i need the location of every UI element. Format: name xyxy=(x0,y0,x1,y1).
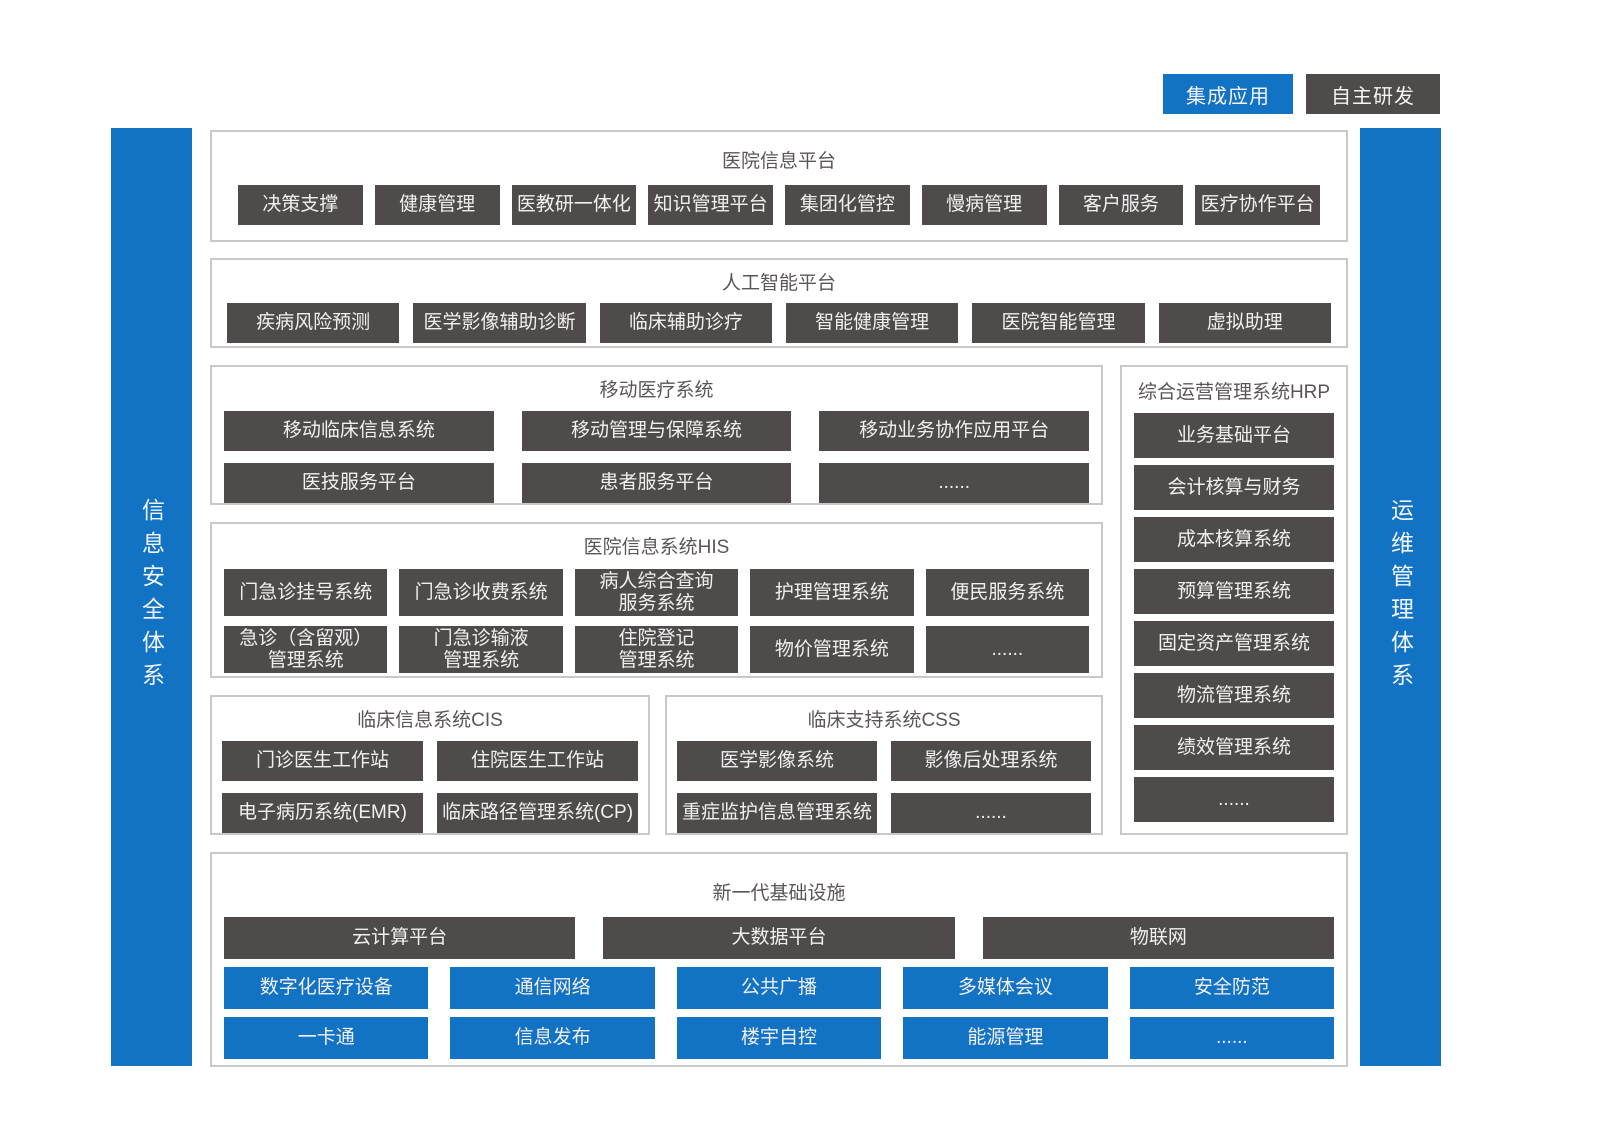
diagram-box: 急诊（含留观） 管理系统 xyxy=(224,626,388,673)
legend-integrated-label: 集成应用 xyxy=(1186,85,1270,108)
legend-integrated-application: 集成应用 xyxy=(1163,74,1293,114)
section-ai-platform: 人工智能平台 疾病风险预测 医学影像辅助诊断 临床辅助诊疗 智能健康管理 医院智… xyxy=(210,258,1348,348)
diagram-box: 住院医生工作站 xyxy=(437,741,638,781)
section-title: 临床信息系统CIS xyxy=(357,710,503,731)
diagram-box: 集团化管控 xyxy=(785,185,910,225)
his-row-1: 门急诊挂号系统 门急诊收费系统 病人综合查询 服务系统 护理管理系统 便民服务系… xyxy=(224,569,1090,616)
diagram-box: 多媒体会议 xyxy=(903,967,1108,1009)
diagram-box: 健康管理 xyxy=(374,185,500,225)
section-mobile-medical-system: 移动医疗系统 移动临床信息系统 移动管理与保障系统 移动业务协作应用平台 医技服… xyxy=(210,365,1103,505)
cis-row-2: 电子病历系统(EMR) 临床路径管理系统(CP) xyxy=(222,793,638,833)
section-title: 医院信息系统HIS xyxy=(583,537,730,558)
cis-row-1: 门诊医生工作站 住院医生工作站 xyxy=(222,741,638,781)
mobile-row-1: 移动临床信息系统 移动管理与保障系统 移动业务协作应用平台 xyxy=(224,411,1090,451)
diagram-box: 医院智能管理 xyxy=(972,303,1145,343)
diagram-box: 会计核算与财务 xyxy=(1134,465,1334,510)
diagram-box: 虚拟助理 xyxy=(1158,303,1331,343)
diagram-box: 慢病管理 xyxy=(921,185,1047,225)
css-row-1: 医学影像系统 影像后处理系统 xyxy=(677,741,1091,781)
diagram-box: 患者服务平台 xyxy=(521,463,792,503)
diagram-box: 固定资产管理系统 xyxy=(1134,621,1334,666)
legend-self-developed-label: 自主研发 xyxy=(1331,85,1415,108)
diagram-box: 云计算平台 xyxy=(224,917,576,959)
section-infrastructure: 新一代基础设施 云计算平台 大数据平台 物联网 数字化医疗设备 通信网络 公共广… xyxy=(210,852,1348,1067)
diagram-box: 影像后处理系统 xyxy=(891,741,1091,781)
diagram-box: 门急诊输液 管理系统 xyxy=(399,626,563,673)
diagram-box: ...... xyxy=(1129,1017,1335,1059)
diagram-box: 楼宇自控 xyxy=(676,1017,882,1059)
diagram-box: 公共广播 xyxy=(676,967,882,1009)
diagram-box: 住院登记 管理系统 xyxy=(574,626,739,673)
diagram-box: 病人综合查询 服务系统 xyxy=(574,569,739,616)
diagram-box: 移动临床信息系统 xyxy=(224,411,494,451)
diagram-box: 通信网络 xyxy=(450,967,655,1009)
diagram-box: ...... xyxy=(819,463,1090,503)
diagram-box: 预算管理系统 xyxy=(1134,569,1334,614)
section-css: 临床支持系统CSS 医学影像系统 影像后处理系统 重症监护信息管理系统 ....… xyxy=(665,695,1103,835)
section-cis: 临床信息系统CIS 门诊医生工作站 住院医生工作站 电子病历系统(EMR) 临床… xyxy=(210,695,650,835)
info-security-system-bar: 信息安全体系 xyxy=(111,128,192,1066)
diagram-box: 便民服务系统 xyxy=(925,569,1090,616)
ai-row: 疾病风险预测 医学影像辅助诊断 临床辅助诊疗 智能健康管理 医院智能管理 虚拟助… xyxy=(227,303,1331,343)
section-title: 临床支持系统CSS xyxy=(807,710,961,731)
diagram-box: 门急诊收费系统 xyxy=(399,569,563,616)
diagram-box: 信息发布 xyxy=(450,1017,655,1059)
diagram-box: 大数据平台 xyxy=(603,917,955,959)
diagram-box: 数字化医疗设备 xyxy=(224,967,429,1009)
section-title: 人工智能平台 xyxy=(721,273,836,294)
diagram-box: 决策支撑 xyxy=(238,185,363,225)
diagram-box: ...... xyxy=(925,626,1090,673)
section-hrp: 综合运营管理系统HRP 业务基础平台 会计核算与财务 成本核算系统 预算管理系统… xyxy=(1120,365,1348,835)
infra-blue-row-2: 一卡通 信息发布 楼宇自控 能源管理 ...... xyxy=(224,1017,1335,1059)
diagram-box: 客户服务 xyxy=(1058,185,1184,225)
ops-management-system-bar: 运维管理体系 xyxy=(1360,128,1441,1066)
section-title: 医院信息平台 xyxy=(721,151,836,172)
diagram-box: ...... xyxy=(1134,777,1334,822)
diagram-box: 安全防范 xyxy=(1129,967,1335,1009)
infra-dark-row: 云计算平台 大数据平台 物联网 xyxy=(224,917,1334,959)
diagram-box: 医疗协作平台 xyxy=(1195,185,1320,225)
diagram-box: 知识管理平台 xyxy=(648,185,773,225)
info-security-system-label: 信息安全体系 xyxy=(138,498,165,696)
diagram-box: 物价管理系统 xyxy=(750,626,914,673)
diagram-box: 业务基础平台 xyxy=(1134,413,1334,458)
section-title: 综合运营管理系统HRP xyxy=(1137,382,1331,403)
platform-row: 决策支撑 健康管理 医教研一体化 知识管理平台 集团化管控 慢病管理 客户服务 … xyxy=(238,185,1320,225)
diagram-box: 智能健康管理 xyxy=(785,303,959,343)
diagram-box: 医教研一体化 xyxy=(511,185,637,225)
ops-management-system-label: 运维管理体系 xyxy=(1387,498,1414,696)
diagram-box: 能源管理 xyxy=(903,1017,1108,1059)
diagram-box: 物流管理系统 xyxy=(1134,673,1334,718)
diagram-box: 医学影像辅助诊断 xyxy=(413,303,586,343)
diagram-box: 临床路径管理系统(CP) xyxy=(437,793,638,833)
section-his: 医院信息系统HIS 门急诊挂号系统 门急诊收费系统 病人综合查询 服务系统 护理… xyxy=(210,522,1103,678)
diagram-box: 门急诊挂号系统 xyxy=(224,569,388,616)
diagram-box: ...... xyxy=(891,793,1091,833)
diagram-box: 临床辅助诊疗 xyxy=(599,303,772,343)
section-title: 移动医疗系统 xyxy=(599,380,714,401)
diagram-box: 移动业务协作应用平台 xyxy=(819,411,1090,451)
diagram-box: 疾病风险预测 xyxy=(227,303,400,343)
diagram-box: 成本核算系统 xyxy=(1134,517,1334,562)
diagram-box: 一卡通 xyxy=(224,1017,429,1059)
mobile-row-2: 医技服务平台 患者服务平台 ...... xyxy=(224,463,1090,503)
diagram-box: 护理管理系统 xyxy=(750,569,914,616)
infra-blue-row-1: 数字化医疗设备 通信网络 公共广播 多媒体会议 安全防范 xyxy=(224,967,1335,1009)
css-row-2: 重症监护信息管理系统 ...... xyxy=(677,793,1091,833)
section-title: 新一代基础设施 xyxy=(712,883,846,904)
diagram-box: 重症监护信息管理系统 xyxy=(677,793,877,833)
diagram-box: 门诊医生工作站 xyxy=(222,741,423,781)
diagram-box: 医技服务平台 xyxy=(224,463,494,503)
his-row-2: 急诊（含留观） 管理系统 门急诊输液 管理系统 住院登记 管理系统 物价管理系统… xyxy=(224,626,1090,673)
diagram-box: 电子病历系统(EMR) xyxy=(222,793,423,833)
diagram-box: 医学影像系统 xyxy=(677,741,877,781)
legend-self-developed: 自主研发 xyxy=(1306,74,1440,114)
diagram-box: 移动管理与保障系统 xyxy=(521,411,792,451)
diagram-box: 物联网 xyxy=(982,917,1334,959)
diagram-box: 绩效管理系统 xyxy=(1134,725,1334,770)
section-hospital-info-platform: 医院信息平台 决策支撑 健康管理 医教研一体化 知识管理平台 集团化管控 慢病管… xyxy=(210,130,1348,242)
